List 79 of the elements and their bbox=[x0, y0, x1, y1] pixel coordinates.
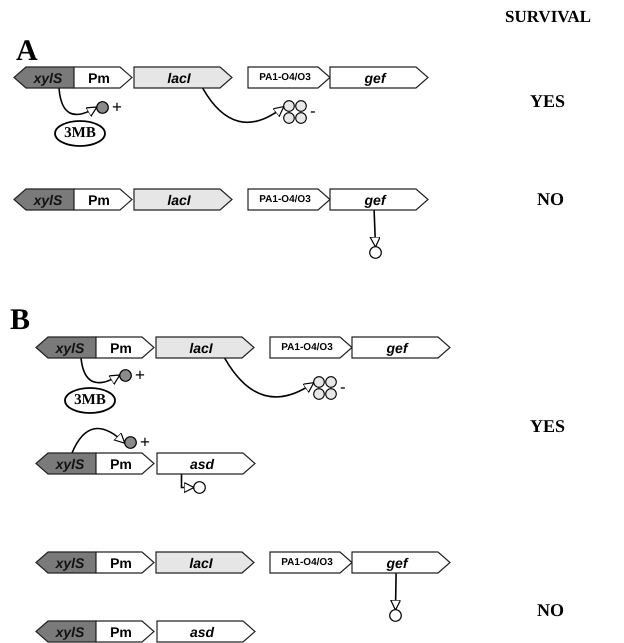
gene-name: gef bbox=[364, 70, 386, 84]
promoter-name: PA1-O4/O3 bbox=[281, 342, 333, 352]
promoter-name: PA1-O4/O3 bbox=[259, 194, 311, 204]
gene-block bbox=[36, 621, 96, 642]
gene-name: xylS bbox=[56, 456, 84, 470]
survival-result: YES bbox=[530, 417, 566, 435]
promoter-block bbox=[270, 552, 352, 573]
promoter-name: PA1-O4/O3 bbox=[281, 558, 333, 568]
promoter-block bbox=[248, 67, 330, 88]
arrow bbox=[80, 358, 120, 385]
protein-product-icon bbox=[193, 481, 206, 494]
gene-block bbox=[134, 67, 232, 88]
gene-name: xylS bbox=[34, 70, 62, 84]
promoter-block bbox=[248, 189, 330, 210]
gene-name: xylS bbox=[56, 556, 84, 570]
promoter-block bbox=[96, 453, 154, 474]
protein-product-icon bbox=[369, 246, 382, 259]
gene-name: gef bbox=[386, 340, 408, 354]
promoter-name: Pm bbox=[110, 456, 132, 470]
survival-result: NO bbox=[537, 601, 564, 619]
protein-product-icon bbox=[389, 609, 402, 622]
gene-name: xylS bbox=[56, 624, 84, 638]
promoter-name: Pm bbox=[88, 70, 110, 84]
gene-block bbox=[157, 453, 255, 474]
promoter-name: Pm bbox=[110, 624, 132, 638]
gene-name: lacI bbox=[189, 340, 213, 354]
gene-block bbox=[157, 621, 255, 642]
charge-sign: + bbox=[140, 433, 150, 450]
charge-sign: - bbox=[340, 378, 346, 396]
survival-result: YES bbox=[530, 92, 566, 110]
gene-name: asd bbox=[190, 624, 214, 638]
gene-name: lacI bbox=[167, 192, 191, 206]
promoter-block bbox=[270, 337, 352, 358]
gene-block bbox=[330, 189, 428, 210]
gene-block bbox=[36, 552, 96, 573]
inducer-ellipse bbox=[64, 387, 116, 414]
gene-name: xylS bbox=[34, 192, 62, 206]
arrow bbox=[202, 88, 284, 123]
gene-block bbox=[36, 337, 96, 358]
inducer-ellipse bbox=[54, 120, 106, 147]
gene-name: lacI bbox=[167, 70, 191, 84]
gene-block bbox=[330, 67, 428, 88]
gene-block bbox=[134, 189, 232, 210]
gene-block bbox=[352, 337, 450, 358]
inducer-label: 3MB bbox=[74, 393, 106, 408]
gene-name: gef bbox=[364, 192, 386, 206]
promoter-block bbox=[96, 621, 154, 642]
arrow bbox=[71, 428, 126, 454]
promoter-name: Pm bbox=[110, 340, 132, 354]
arrow bbox=[370, 210, 381, 248]
gene-block bbox=[14, 189, 74, 210]
gene-name: asd bbox=[190, 456, 214, 470]
survival-heading: SURVIVAL bbox=[505, 8, 592, 25]
panel-letter: B bbox=[10, 305, 30, 335]
promoter-block bbox=[74, 67, 132, 88]
charge-sign: - bbox=[310, 102, 316, 120]
arrow bbox=[224, 358, 314, 398]
promoter-name: Pm bbox=[88, 192, 110, 206]
arrow bbox=[180, 474, 195, 494]
gene-block bbox=[352, 552, 450, 573]
charge-sign: + bbox=[135, 366, 145, 384]
gene-block bbox=[156, 337, 254, 358]
survival-result: NO bbox=[537, 190, 564, 208]
promoter-block bbox=[96, 552, 154, 573]
promoter-block bbox=[74, 189, 132, 210]
arrow bbox=[390, 572, 402, 611]
panel-letter: A bbox=[16, 36, 38, 66]
gene-name: xylS bbox=[56, 340, 84, 354]
gene-block bbox=[14, 67, 74, 88]
arrow bbox=[58, 88, 98, 117]
gene-name: gef bbox=[386, 556, 408, 570]
inducer-label: 3MB bbox=[64, 126, 96, 141]
promoter-name: PA1-O4/O3 bbox=[259, 72, 311, 82]
gene-name: lacI bbox=[189, 556, 213, 570]
promoter-name: Pm bbox=[110, 556, 132, 570]
gene-block bbox=[156, 552, 254, 573]
gene-block bbox=[36, 453, 96, 474]
charge-sign: + bbox=[112, 98, 122, 116]
promoter-block bbox=[96, 337, 154, 358]
